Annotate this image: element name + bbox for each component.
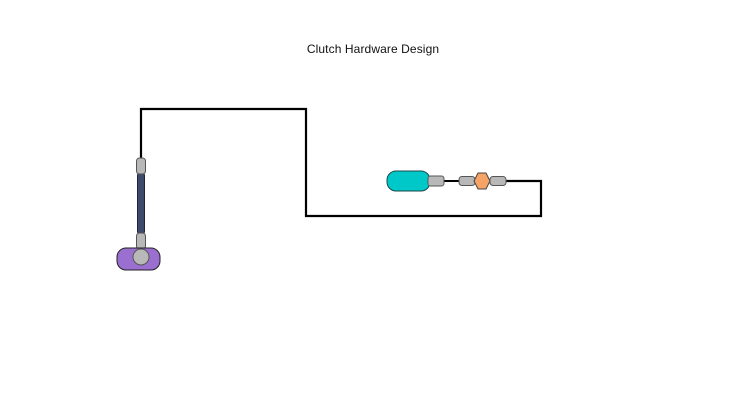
flexible-hose <box>137 172 145 235</box>
inline-fitting-left <box>458 176 476 186</box>
master-cylinder <box>386 170 431 192</box>
hard-line <box>139 107 543 218</box>
hose-fitting-top <box>136 157 146 175</box>
master-cylinder-fitting <box>427 175 445 187</box>
inline-fitting-right <box>489 176 507 186</box>
diagram-title: Clutch Hardware Design <box>306 42 440 56</box>
hex-adapter <box>473 172 491 190</box>
slave-cylinder-port <box>132 248 150 266</box>
hose-fitting-bottom <box>136 232 146 250</box>
